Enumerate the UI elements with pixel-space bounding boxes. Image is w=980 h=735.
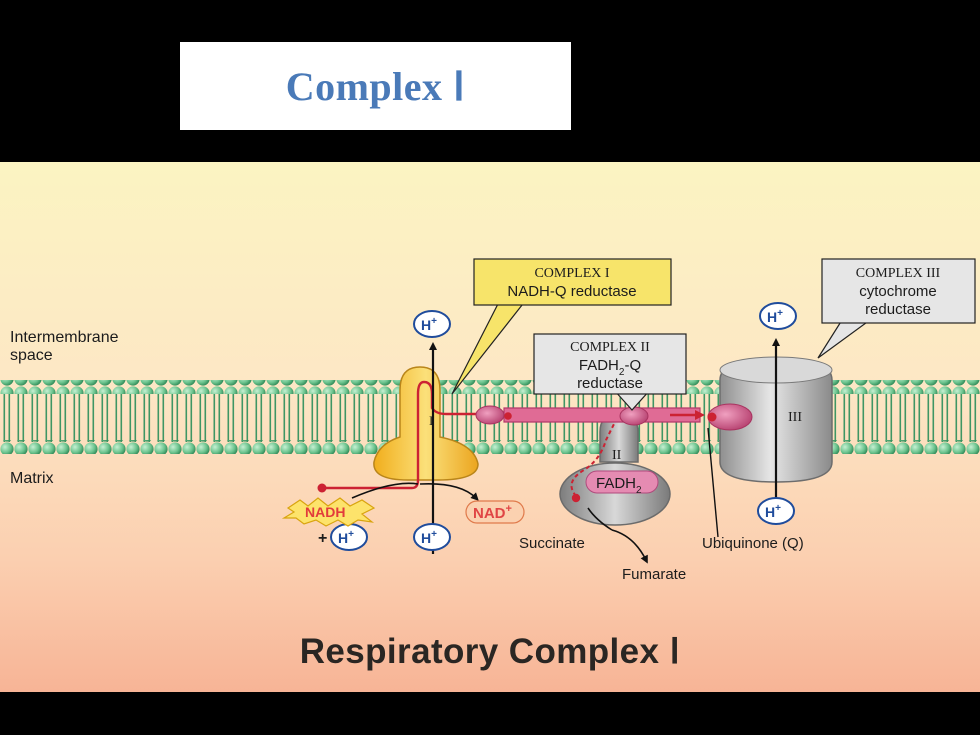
slide-title: Complex Ⅰ xyxy=(285,63,466,109)
proton-with-nadh: H+ xyxy=(330,523,368,551)
ubiquinone-label: Ubiquinone (Q) xyxy=(702,535,804,552)
svg-text:COMPLEX I: COMPLEX I xyxy=(534,266,609,281)
fumarate-arrow xyxy=(611,529,648,564)
slide-title-box: Complex Ⅰ xyxy=(180,42,571,130)
svg-text:H+: H+ xyxy=(421,316,437,333)
svg-text:COMPLEX II: COMPLEX II xyxy=(570,340,650,355)
svg-text:reductase: reductase xyxy=(577,375,643,392)
matrix-label: Matrix xyxy=(10,470,54,487)
intermembrane-space-label: Intermembrane space xyxy=(10,329,119,364)
complex-iii-roman: III xyxy=(788,410,802,425)
nadh-oxidation-curve xyxy=(351,482,419,499)
nadh-label: NADH xyxy=(281,497,376,527)
svg-text:FADH2-Q: FADH2-Q xyxy=(579,357,641,378)
svg-text:reductase: reductase xyxy=(865,301,931,318)
svg-text:H+: H+ xyxy=(421,529,437,546)
svg-text:FADH2: FADH2 xyxy=(596,475,642,496)
succinate-curve xyxy=(587,507,613,531)
electron-path-complex-ii xyxy=(570,423,615,497)
svg-text:Intermembrane: Intermembrane xyxy=(10,329,119,346)
proton-top-complex-iii: H+ xyxy=(759,302,797,330)
proton-bottom-complex-i: H+ xyxy=(413,523,451,551)
succinate-label: Succinate xyxy=(519,535,585,552)
complex-ii-callout: COMPLEX II FADH2-Q reductase xyxy=(533,333,687,395)
electron-dot-nadh xyxy=(317,483,327,493)
nad-plus-label: NAD+ xyxy=(465,500,525,524)
svg-text:cytochrome: cytochrome xyxy=(859,283,937,300)
proton-top-complex-i: H+ xyxy=(413,310,451,338)
fumarate-label: Fumarate xyxy=(622,566,686,583)
complex-i-shape xyxy=(373,366,479,481)
footer-title: Respiratory Complex Ⅰ xyxy=(299,632,681,671)
svg-text:NAD+: NAD+ xyxy=(473,503,512,522)
respiratory-chain-diagram: Intermembrane space Matrix III II I FADH… xyxy=(0,162,980,692)
svg-text:NADH-Q reductase: NADH-Q reductase xyxy=(507,283,636,300)
svg-text:H+: H+ xyxy=(765,503,781,520)
svg-text:space: space xyxy=(10,347,53,364)
complex-ii-roman: II xyxy=(612,448,622,463)
nad-release-arrow xyxy=(419,482,479,501)
ubiquinone-bead-left xyxy=(475,405,505,425)
plus-sign: + xyxy=(318,530,327,547)
electron-dot-fadh2 xyxy=(571,493,581,503)
ubiquinone-pointer-line xyxy=(707,427,719,538)
complex-i-callout: COMPLEX I NADH-Q reductase xyxy=(473,258,672,306)
proton-bottom-complex-iii: H+ xyxy=(757,497,795,525)
ubiquinone-bead-middle xyxy=(619,406,649,426)
fadh2-label: FADH2 xyxy=(585,470,659,496)
svg-text:COMPLEX III: COMPLEX III xyxy=(856,266,941,281)
complex-i-roman: I xyxy=(429,413,433,428)
svg-text:NADH: NADH xyxy=(305,504,345,520)
complex-iii-callout: COMPLEX III cytochrome reductase xyxy=(821,258,976,324)
svg-text:H+: H+ xyxy=(338,529,354,546)
svg-text:H+: H+ xyxy=(767,308,783,325)
